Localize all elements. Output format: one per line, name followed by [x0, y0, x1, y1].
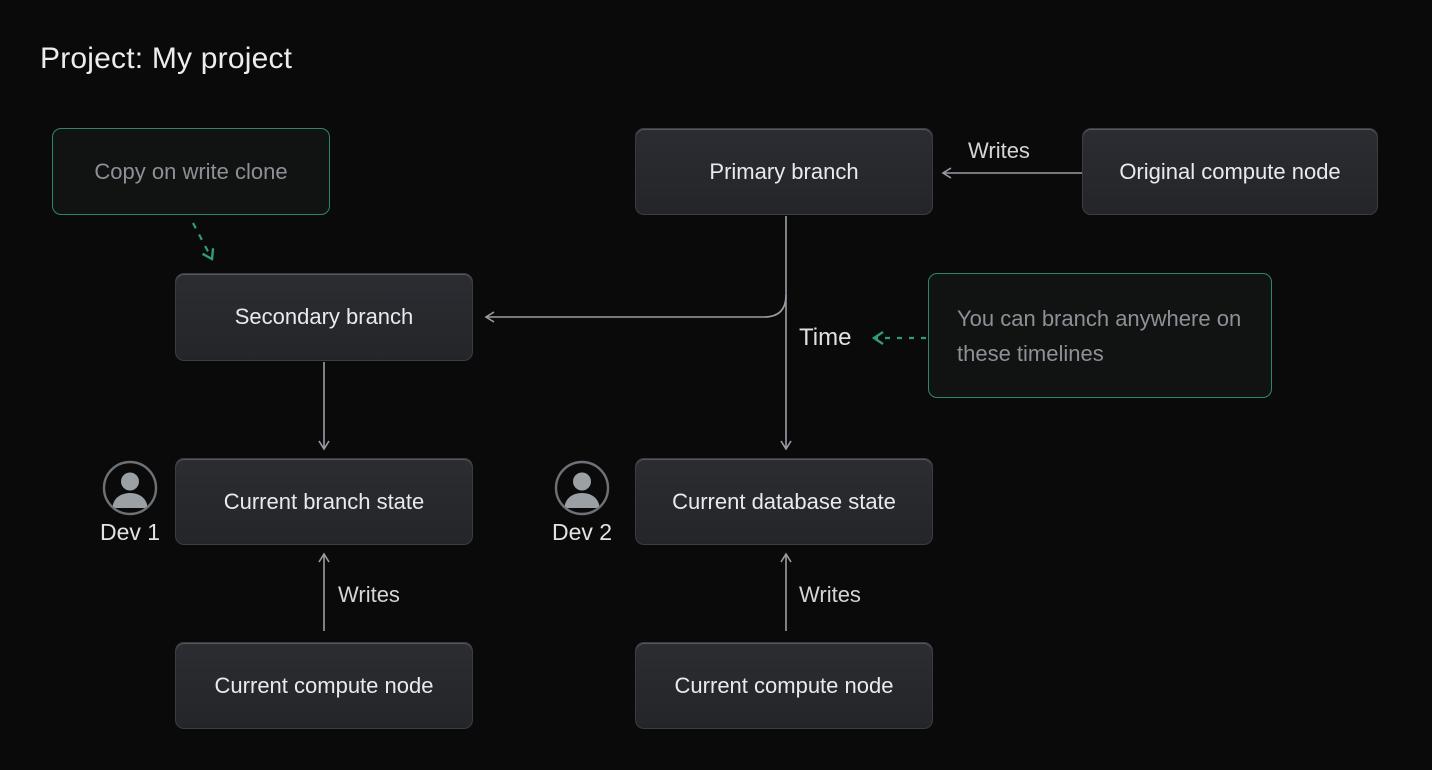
edge-branch-elbow-arrow [484, 294, 787, 323]
node-compute-right-label: Current compute node [674, 672, 894, 698]
node-current-database-state-label: Current database state [672, 488, 896, 514]
node-secondary-branch: Secondary branch [175, 273, 473, 361]
user-avatar-icon [102, 460, 158, 516]
note-copy-on-write-clone-label: Copy on write clone [94, 158, 288, 184]
node-current-database-state: Current database state [635, 458, 933, 545]
label-writes-right: Writes [799, 582, 861, 607]
dev2-label: Dev 2 [551, 519, 613, 545]
label-writes-top: Writes [968, 138, 1030, 163]
note-copy-on-write-clone: Copy on write clone [52, 128, 330, 215]
node-primary-branch: Primary branch [635, 128, 933, 215]
user-avatar-icon [554, 460, 610, 516]
note-branch-anywhere-label: You can branch anywhere on these timelin… [957, 305, 1242, 366]
node-secondary-branch-label: Secondary branch [234, 304, 414, 329]
dev2-group: Dev 2 [550, 459, 614, 546]
label-writes-left: Writes [338, 582, 400, 607]
node-original-compute-label: Original compute node [1119, 158, 1341, 184]
label-time: Time [799, 324, 852, 351]
page-title: Project: My project [40, 42, 293, 75]
edge-clone-dashed-arrow [192, 222, 215, 261]
node-original-compute: Original compute node [1082, 128, 1378, 215]
node-compute-right: Current compute node [635, 642, 933, 729]
node-primary-branch-label: Primary branch [709, 158, 859, 184]
node-compute-left: Current compute node [175, 642, 473, 729]
node-current-branch-state-label: Current branch state [223, 488, 425, 514]
node-current-branch-state: Current branch state [175, 458, 473, 545]
dev1-label: Dev 1 [99, 519, 161, 545]
dev1-group: Dev 1 [98, 459, 162, 546]
node-compute-left-label: Current compute node [214, 672, 434, 698]
note-branch-anywhere: You can branch anywhere on these timelin… [928, 273, 1272, 398]
